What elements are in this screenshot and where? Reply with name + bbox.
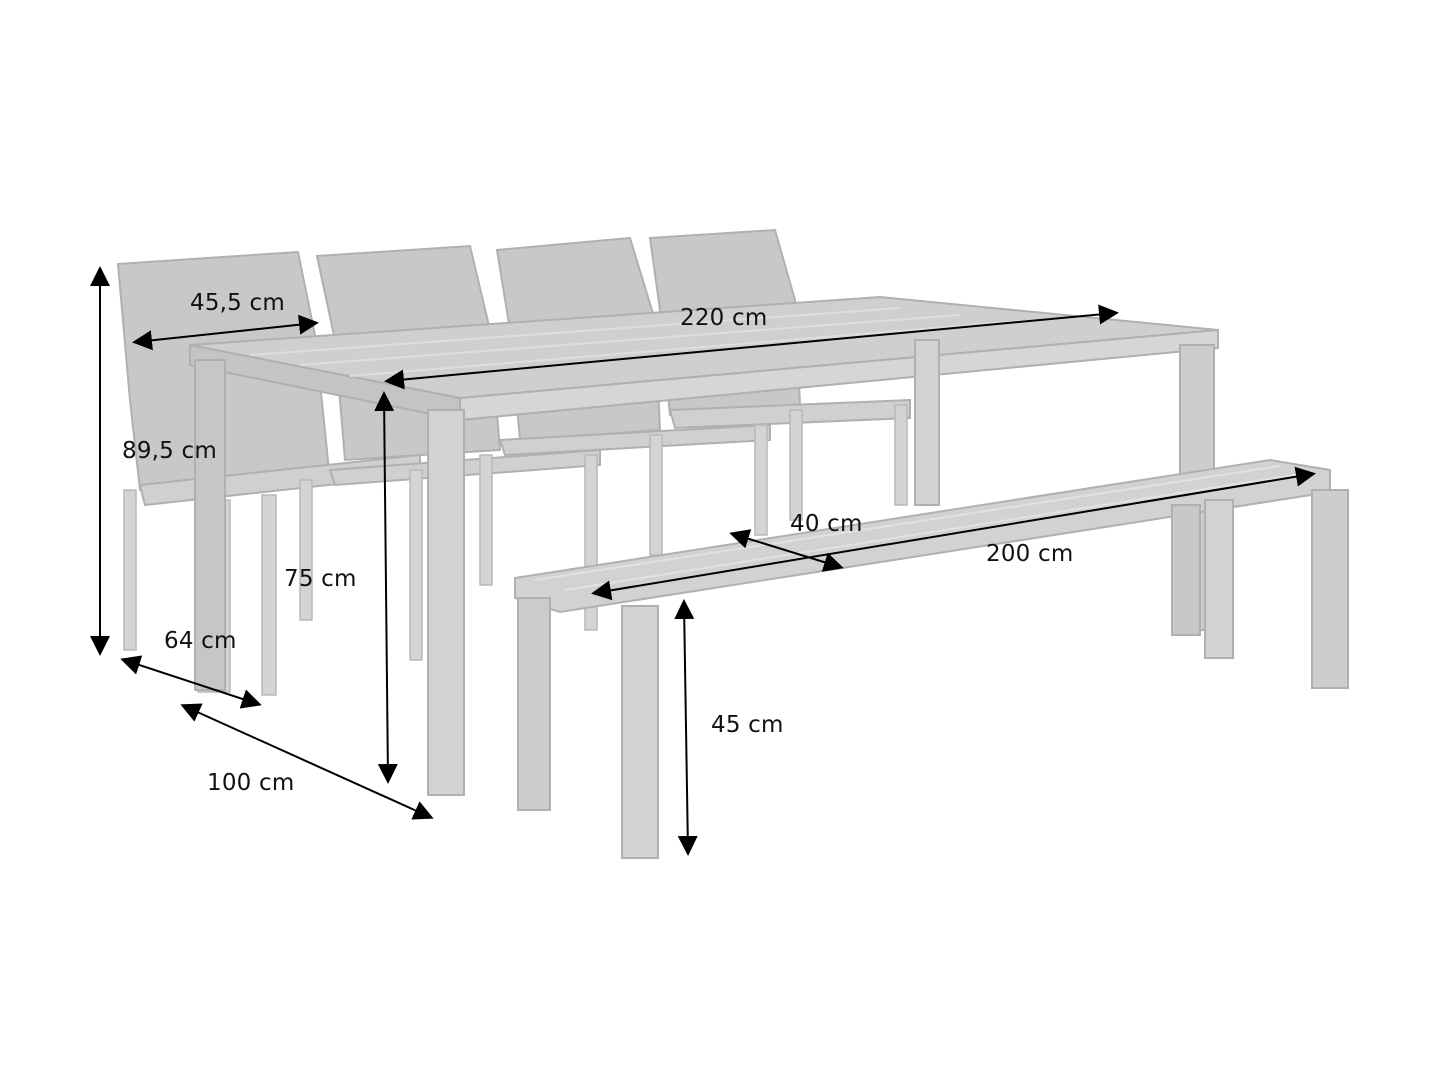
arrow-chair-depth <box>120 655 262 709</box>
label-bench-depth: 40 cm <box>790 511 863 537</box>
label-bench-height: 45 cm <box>711 712 784 738</box>
arrow-table-height <box>374 391 398 784</box>
arrow-chair-width <box>132 314 319 351</box>
arrow-bench-height <box>674 599 698 856</box>
dimension-arrows <box>90 266 1316 856</box>
label-table-length: 220 cm <box>680 305 768 331</box>
arrow-table-depth <box>180 703 434 820</box>
label-chair-height: 89,5 cm <box>122 438 217 464</box>
arrow-bench-length <box>591 466 1316 601</box>
arrow-table-length <box>384 304 1119 390</box>
bench <box>514 458 1349 859</box>
label-bench-length: 200 cm <box>986 541 1074 567</box>
label-table-height: 75 cm <box>284 566 357 592</box>
label-table-depth: 100 cm <box>207 770 295 796</box>
label-chair-depth: 64 cm <box>164 628 237 654</box>
label-chair-width: 45,5 cm <box>190 290 285 316</box>
arrow-bench-depth <box>729 529 844 572</box>
